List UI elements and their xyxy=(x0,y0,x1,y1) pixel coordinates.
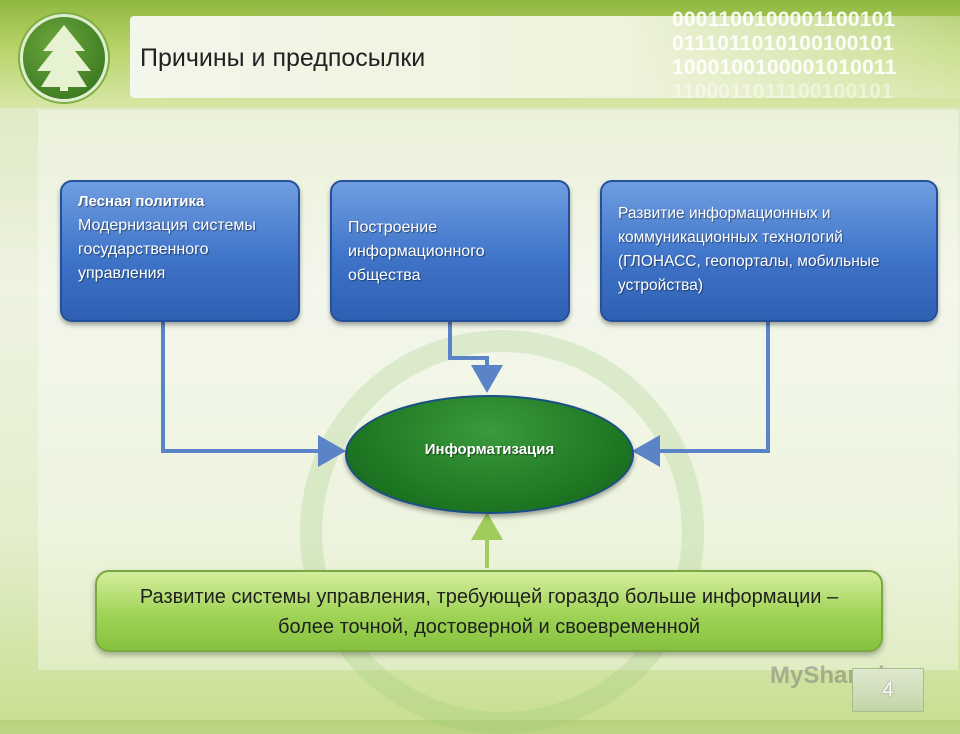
slide-title: Причины и предпосылки xyxy=(140,44,426,72)
forest-policy-box: Лесная политика Модернизация системы гос… xyxy=(60,180,300,322)
page-number-badge: 4 xyxy=(852,668,924,712)
management-development-text: Развитие системы управления, требующей г… xyxy=(139,586,839,638)
information-society-text: Построение информационного общества xyxy=(348,219,485,284)
binary-line: 1100011011100100101 xyxy=(672,80,894,103)
forest-policy-heading: Лесная политика xyxy=(78,193,205,210)
informatization-label: Информатизация xyxy=(424,441,555,458)
tree-logo-icon xyxy=(20,14,108,102)
forest-policy-text: Модернизация системы государственного уп… xyxy=(78,217,256,282)
binary-decoration: 0001100100001100101 0111011010100100101 … xyxy=(672,8,960,104)
binary-line: 1000100100001010011 xyxy=(672,56,897,79)
binary-line: 0111011010100100101 xyxy=(672,32,895,55)
arrow-middle xyxy=(448,322,503,393)
arrow-right xyxy=(632,322,770,467)
management-development-box: Развитие системы управления, требующей г… xyxy=(95,570,883,652)
arrow-left xyxy=(161,322,346,467)
page-number: 4 xyxy=(882,678,894,701)
title-strip xyxy=(130,16,960,98)
ict-development-text: Развитие информационных и коммуникационн… xyxy=(618,205,880,294)
informatization-node: Информатизация xyxy=(345,395,634,514)
information-society-box: Построение информационного общества xyxy=(330,180,570,322)
ict-development-box: Развитие информационных и коммуникационн… xyxy=(600,180,938,322)
binary-line: 0001100100001100101 xyxy=(672,8,896,31)
